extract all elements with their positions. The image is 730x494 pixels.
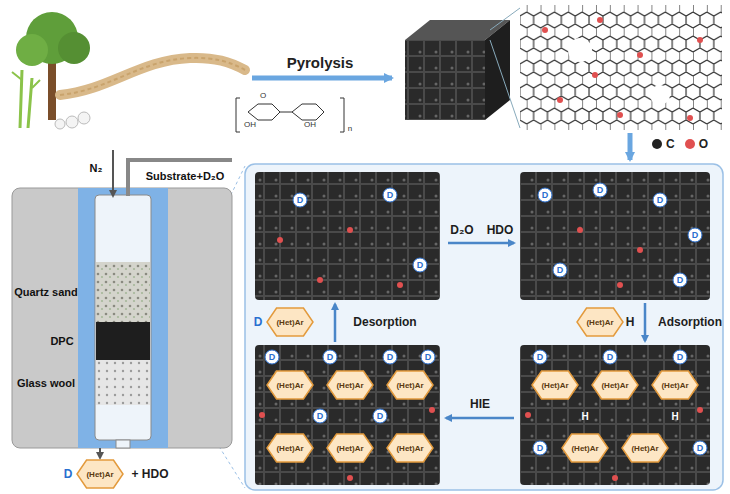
substrate-hexagon: (Het)Ar [76, 459, 124, 489]
legend-swatch [652, 139, 662, 149]
legend-text: C [666, 137, 675, 151]
deuterium-atom: D [653, 193, 668, 208]
hydrogen-atom: H [671, 411, 678, 422]
deuterium-atom: D [538, 188, 553, 203]
substrate-hexagon: (Het)Ar [386, 370, 434, 400]
substrate-hexagon: (Het)Ar [591, 370, 639, 400]
node-text: (Het)Ar [386, 370, 434, 390]
deuterium-atom: D [593, 183, 608, 198]
deuterium-atom: D [383, 188, 398, 203]
deuterium-atom: D [673, 273, 688, 288]
node-text: (Het)Ar [266, 307, 314, 327]
substrate-hexagon: (Het)Ar [266, 307, 314, 337]
node-text: (Het)Ar [266, 370, 314, 390]
step-label: HIE [470, 397, 490, 411]
hexagon-shape [267, 308, 313, 336]
substrate-hexagon: (Het)Ar [621, 433, 669, 463]
node-text: (Het)Ar [561, 433, 609, 453]
substrate-hexagon: (Het)Ar [386, 433, 434, 463]
hexagon-shape [267, 434, 313, 462]
node-text: (Het)Ar [76, 459, 124, 479]
hexagon-shape [77, 460, 123, 488]
deuterium-atom: D [383, 350, 398, 365]
atom-label: OH [304, 120, 316, 129]
deuterium-atom: D [673, 350, 688, 365]
node-text: (Het)Ar [591, 370, 639, 390]
part-label: Quartz sand [14, 286, 78, 298]
substrate-hexagon: (Het)Ar [266, 433, 314, 463]
deuterium-atom: D [254, 315, 263, 329]
hexagon-shape [267, 371, 313, 399]
step-label: D₂O [450, 223, 473, 237]
atom-label: OH [244, 120, 256, 129]
deuterium-atom: D [265, 350, 280, 365]
part-label: DPC [50, 335, 73, 347]
deuterium-atom: D [603, 350, 618, 365]
hexagon-shape [532, 371, 578, 399]
hexagon-shape [327, 434, 373, 462]
step-label: HDO [487, 223, 514, 237]
deuterium-atom: D [533, 350, 548, 365]
legend-text: O [699, 137, 708, 151]
part-label: Glass wool [17, 377, 75, 389]
deuterium-atom: D [421, 350, 436, 365]
legend: CO [652, 136, 718, 151]
step-label: Adsorption [658, 315, 722, 329]
part-label: Substrate+D₂O [146, 170, 225, 182]
node-text: (Het)Ar [621, 433, 669, 453]
deuterium-atom: D [293, 193, 308, 208]
hexagon-shape [622, 434, 668, 462]
deuterium-atom: D [313, 409, 328, 424]
arrow-label: Pyrolysis [287, 54, 354, 71]
hydrogen-atom: H [581, 411, 588, 422]
deuterium-atom: D [688, 228, 703, 243]
step-label: Desorption [353, 315, 416, 329]
deuterium-atom: D [533, 441, 548, 456]
step-label: + HDO [131, 467, 168, 481]
node-text: (Het)Ar [386, 433, 434, 453]
hydrogen-atom: H [626, 315, 635, 329]
node-text: (Het)Ar [651, 370, 699, 390]
atom-label: n [348, 124, 352, 133]
substrate-hexagon: (Het)Ar [326, 433, 374, 463]
hexagon-shape [577, 308, 623, 336]
node-text: (Het)Ar [266, 433, 314, 453]
atom-label: O [260, 91, 266, 100]
hexagon-shape [327, 371, 373, 399]
substrate-hexagon: (Het)Ar [576, 307, 624, 337]
deuterium-atom: D [553, 263, 568, 278]
node-text: (Het)Ar [531, 370, 579, 390]
deuterium-atom: D [373, 409, 388, 424]
legend-swatch [685, 139, 695, 149]
hexagon-shape [562, 434, 608, 462]
substrate-hexagon: (Het)Ar [266, 370, 314, 400]
deuterium-atom: D [413, 258, 428, 273]
deuterium-atom: D [64, 467, 73, 481]
substrate-hexagon: (Het)Ar [561, 433, 609, 463]
node-text: (Het)Ar [326, 370, 374, 390]
legend-item: C [652, 136, 675, 151]
hexagon-shape [387, 371, 433, 399]
substrate-hexagon: (Het)Ar [326, 370, 374, 400]
hexagon-shape [387, 434, 433, 462]
deuterium-atom: D [323, 350, 338, 365]
node-text: (Het)Ar [576, 307, 624, 327]
hexagon-shape [592, 371, 638, 399]
substrate-hexagon: (Het)Ar [531, 370, 579, 400]
hexagon-shape [652, 371, 698, 399]
part-label: N₂ [90, 162, 103, 174]
node-text: (Het)Ar [326, 433, 374, 453]
deuterium-atom: D [693, 441, 708, 456]
legend-item: O [685, 136, 708, 151]
substrate-hexagon: (Het)Ar [651, 370, 699, 400]
